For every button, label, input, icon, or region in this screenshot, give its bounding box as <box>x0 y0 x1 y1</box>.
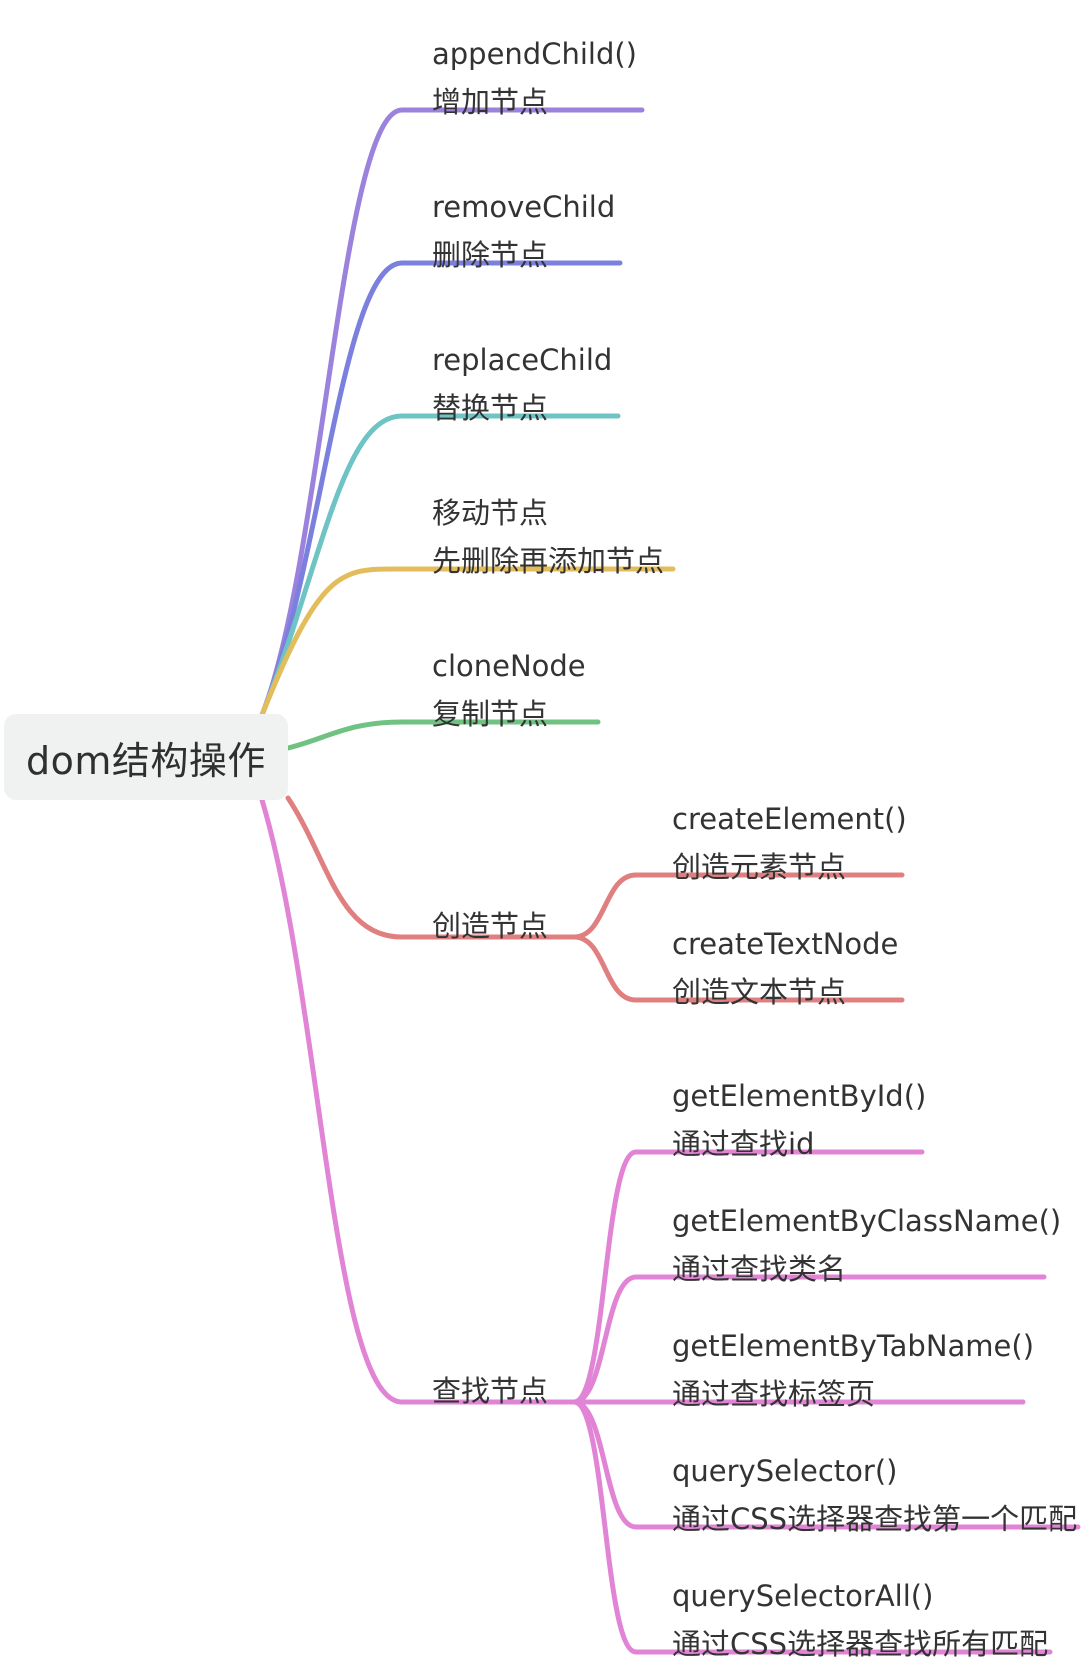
root-label: dom结构操作 <box>26 738 266 783</box>
node-replace[interactable]: replaceChild 替换节点 <box>432 336 612 432</box>
node-title: 移动节点 <box>432 496 549 530</box>
node-move[interactable]: 移动节点先删除再添加节点 <box>432 489 664 585</box>
node-description: 通过查找id <box>672 1127 815 1161</box>
node-query-selector[interactable]: querySelector() 通过CSS选择器查找第一个匹配 <box>672 1447 1077 1543</box>
node-title: appendChild() <box>432 37 637 71</box>
node-description: 通过CSS选择器查找第一个匹配 <box>672 1502 1078 1536</box>
node-remove[interactable]: removeChild 删除节点 <box>432 183 615 279</box>
node-find[interactable]: 查找节点 <box>432 1367 548 1415</box>
node-title: cloneNode <box>432 649 586 683</box>
node-clone[interactable]: cloneNode 复制节点 <box>432 642 586 738</box>
node-description: 通过查找类名 <box>672 1252 847 1286</box>
node-title: 创造节点 <box>432 909 549 943</box>
node-description: 创造元素节点 <box>672 850 847 884</box>
edge-query-selector <box>571 1399 1081 1530</box>
node-title: createElement() <box>672 802 907 836</box>
node-title: getElementByClassName() <box>672 1204 1062 1238</box>
node-title: replaceChild <box>432 343 613 377</box>
node-title: getElementById() <box>672 1079 927 1113</box>
edge-create-text-node <box>571 934 905 1003</box>
node-create-text-node[interactable]: createTextNode 创造文本节点 <box>672 920 898 1016</box>
edge-create <box>285 795 577 940</box>
edge-get-by-id <box>571 1149 925 1405</box>
node-get-by-class[interactable]: getElementByClassName() 通过查找类名 <box>672 1197 1061 1293</box>
node-description: 替换节点 <box>432 391 549 425</box>
node-description: 通过查找标签页 <box>672 1377 876 1411</box>
node-title: removeChild <box>432 190 616 224</box>
node-description: 通过CSS选择器查找所有匹配 <box>672 1627 1049 1661</box>
node-get-by-id[interactable]: getElementById() 通过查找id <box>672 1072 926 1168</box>
edge-clone <box>285 719 601 751</box>
node-append[interactable]: appendChild() 增加节点 <box>432 30 637 126</box>
node-description: 删除节点 <box>432 238 549 272</box>
node-create-element[interactable]: createElement() 创造元素节点 <box>672 795 907 891</box>
edge-find <box>259 797 577 1405</box>
edge-replace <box>259 413 621 718</box>
edge-move <box>259 566 676 718</box>
edge-remove <box>259 260 623 718</box>
node-title: 查找节点 <box>432 1374 549 1408</box>
node-title: querySelector() <box>672 1454 898 1488</box>
node-title: getElementByTabName() <box>672 1329 1035 1363</box>
edge-query-selector-all <box>571 1399 1053 1655</box>
node-title: querySelectorAll() <box>672 1579 934 1613</box>
edge-create-element <box>571 872 905 940</box>
node-description: 复制节点 <box>432 697 549 731</box>
node-description: 增加节点 <box>432 85 549 119</box>
node-query-selector-all[interactable]: querySelectorAll() 通过CSS选择器查找所有匹配 <box>672 1572 1048 1668</box>
node-get-by-tab[interactable]: getElementByTabName() 通过查找标签页 <box>672 1322 1034 1418</box>
node-description: 创造文本节点 <box>672 975 847 1009</box>
node-title: createTextNode <box>672 927 899 961</box>
root-node[interactable]: dom结构操作 <box>4 714 288 800</box>
node-create[interactable]: 创造节点 <box>432 902 548 950</box>
edge-get-by-class <box>571 1274 1047 1405</box>
node-description: 先删除再添加节点 <box>432 544 665 578</box>
